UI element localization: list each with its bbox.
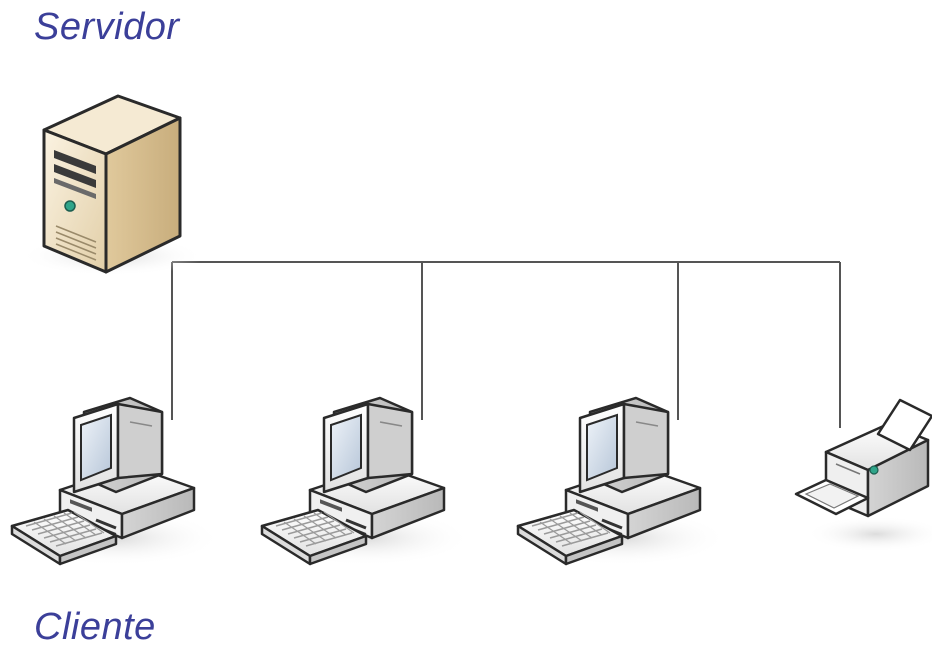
client-computer-3 bbox=[516, 396, 730, 568]
client-label: Cliente bbox=[34, 606, 156, 648]
client-computer-2 bbox=[260, 396, 474, 568]
server-tower-icon bbox=[20, 94, 204, 276]
desktop-computer-icon bbox=[516, 396, 730, 568]
server-label: Servidor bbox=[34, 6, 180, 48]
client-computer-1 bbox=[10, 396, 224, 568]
printer-icon bbox=[794, 398, 932, 552]
desktop-computer-icon bbox=[260, 396, 474, 568]
connection-lines bbox=[171, 261, 841, 428]
desktop-computer-icon bbox=[10, 396, 224, 568]
